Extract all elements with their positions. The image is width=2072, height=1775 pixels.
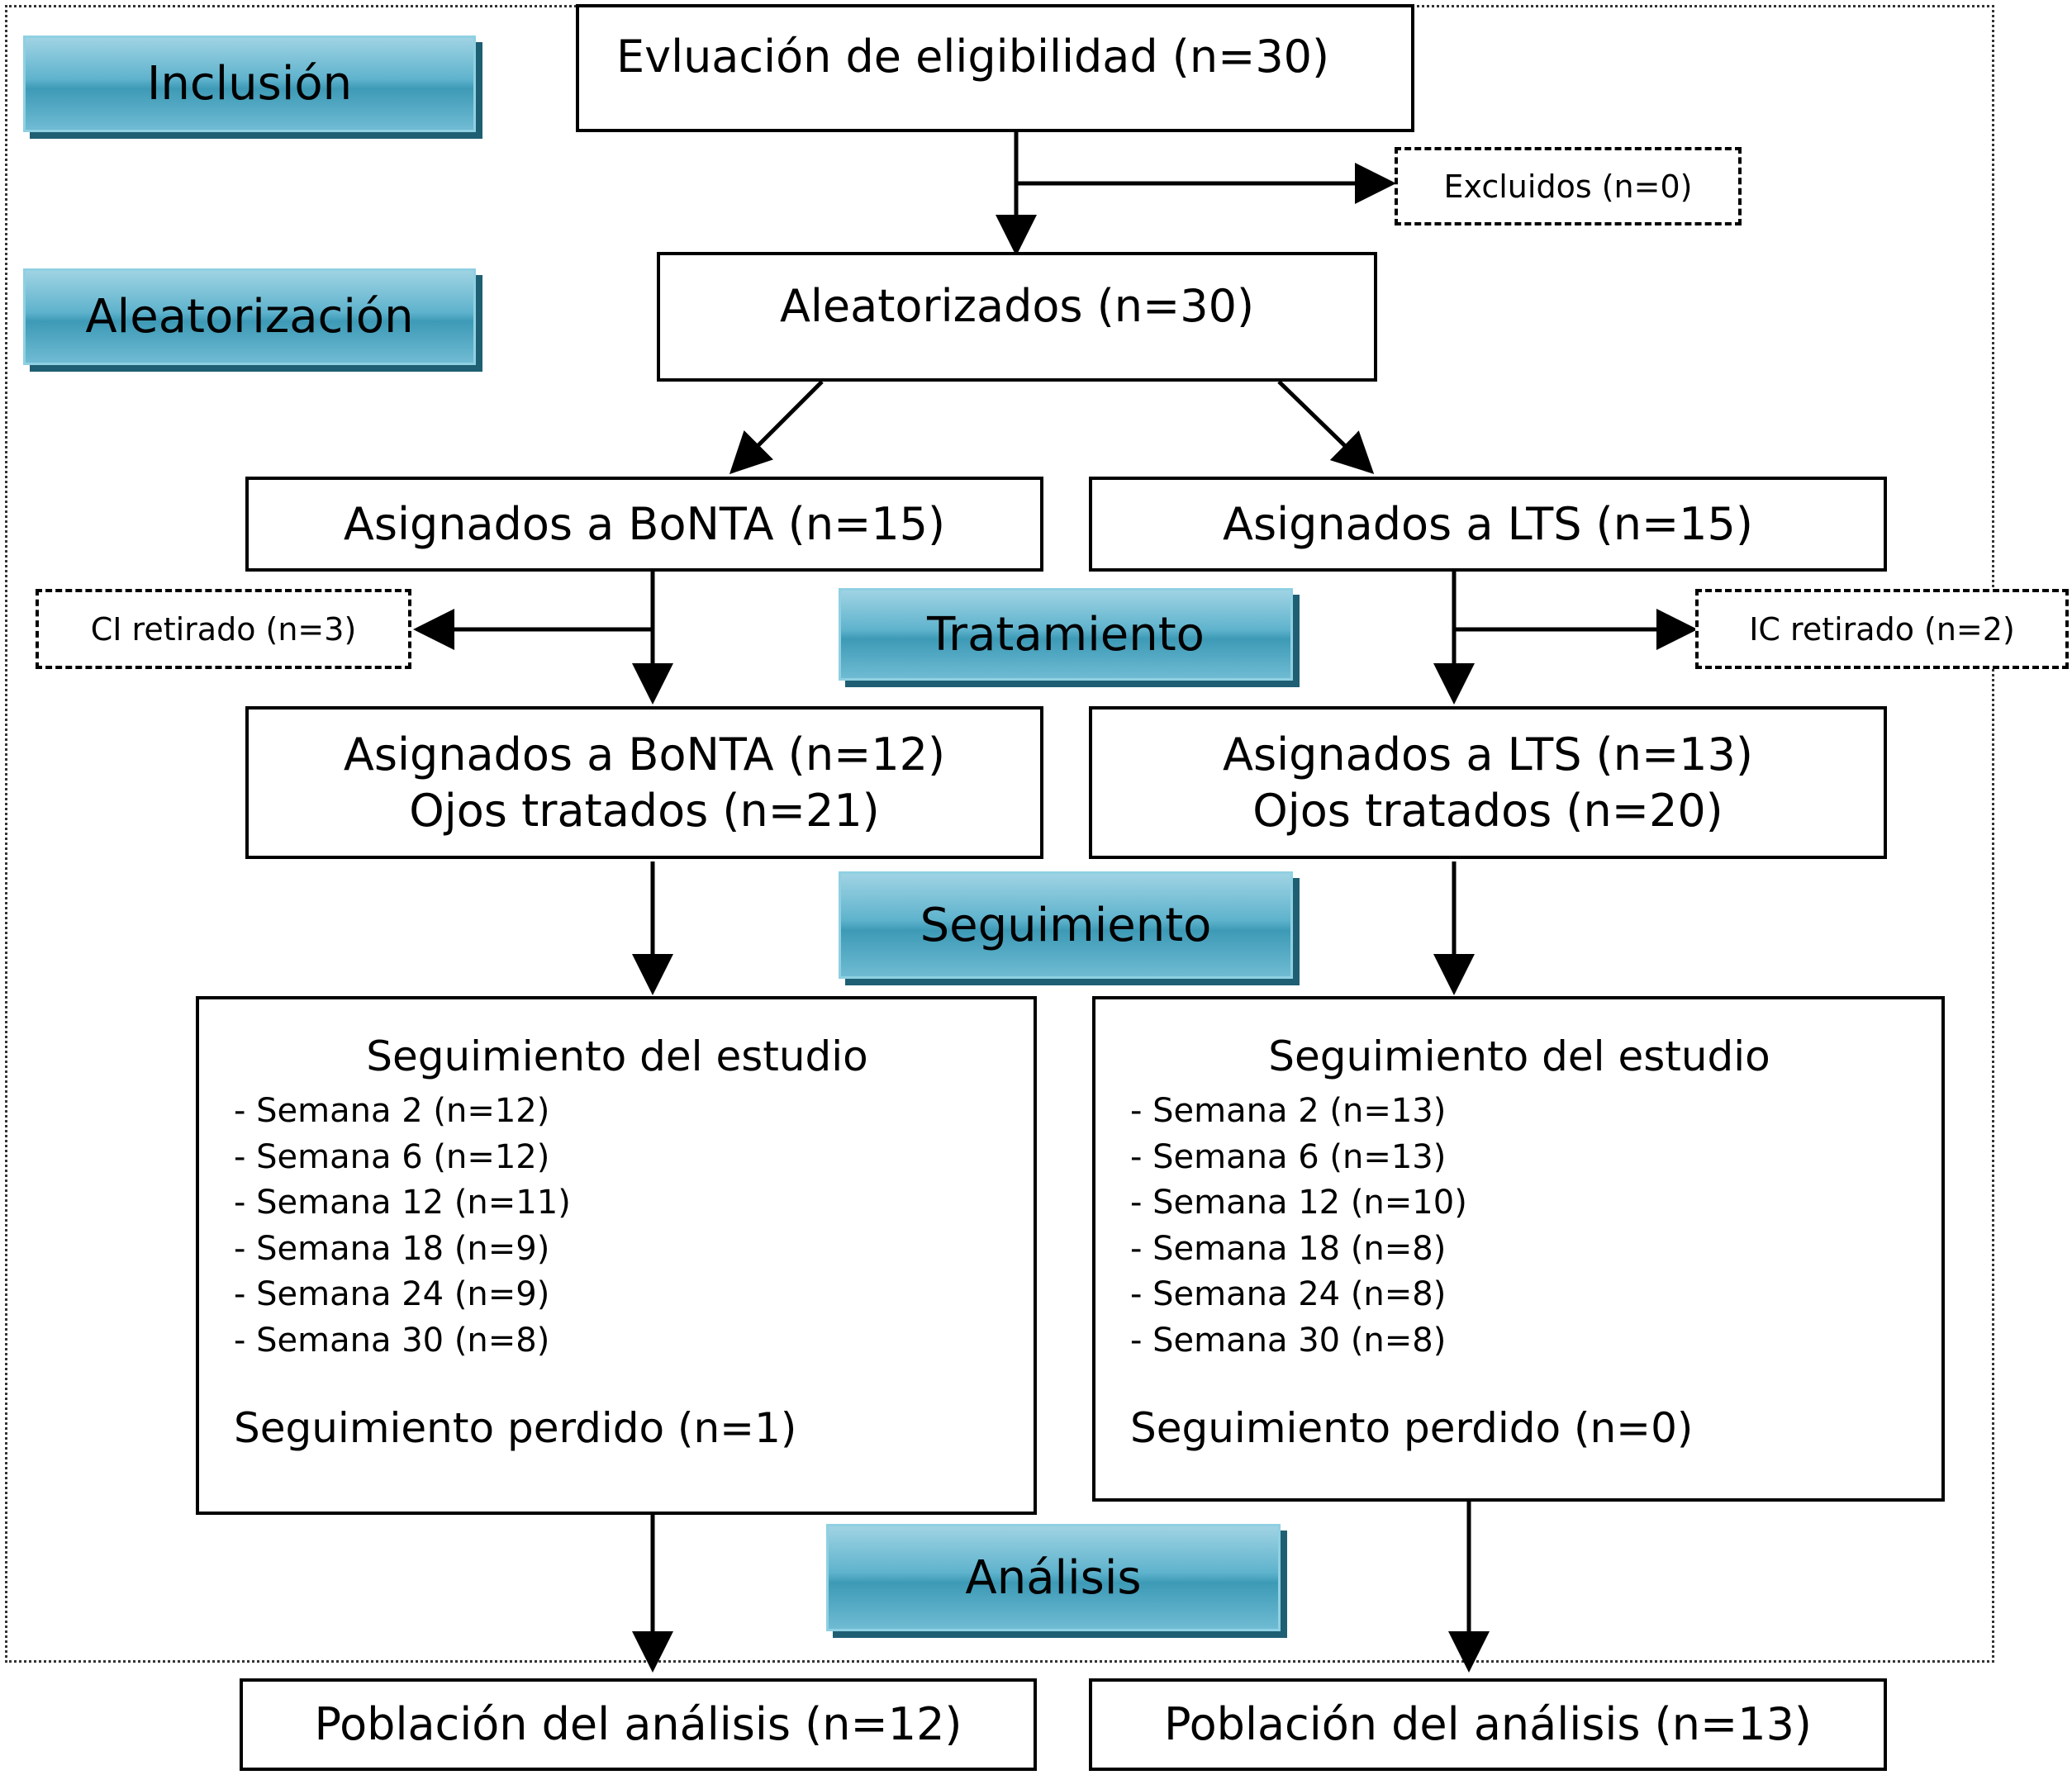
left-assigned-box: Asignados a BoNTA (n=15) <box>245 477 1043 572</box>
stage-inclusion: Inclusión <box>23 36 476 132</box>
stage-randomization-label: Aleatorización <box>85 290 414 344</box>
right-followup-week-6: - Semana 6 (n=13) <box>1130 1137 1447 1176</box>
right-followup-week-12: - Semana 12 (n=10) <box>1130 1184 1467 1222</box>
stage-analysis-label: Análisis <box>965 1550 1142 1605</box>
right-treated-line2: Ojos tratados (n=20) <box>1252 784 1723 837</box>
excluded-text: Excluidos (n=0) <box>1443 168 1693 205</box>
left-followup-week-12: - Semana 12 (n=11) <box>234 1184 571 1222</box>
right-withdrawn-text: IC retirado (n=2) <box>1749 610 2015 648</box>
right-followup-week-30: - Semana 30 (n=8) <box>1130 1321 1447 1360</box>
left-withdrawn-box: CI retirado (n=3) <box>36 589 411 669</box>
arrow-to-right-assigned <box>1277 380 1375 474</box>
right-followup-week-18: - Semana 18 (n=8) <box>1130 1229 1447 1268</box>
right-assigned-box: Asignados a LTS (n=15) <box>1089 477 1887 572</box>
left-treated-line2: Ojos tratados (n=21) <box>409 784 880 837</box>
right-followup-week-24: - Semana 24 (n=8) <box>1130 1275 1447 1313</box>
randomized-text: Aleatorizados (n=30) <box>779 280 1255 332</box>
randomized-box: Aleatorizados (n=30) <box>657 252 1377 382</box>
stage-analysis: Análisis <box>826 1524 1281 1631</box>
right-withdrawn-box: IC retirado (n=2) <box>1695 589 2069 669</box>
left-analysis-text: Población del análisis (n=12) <box>314 1698 962 1751</box>
right-followup-week-2: - Semana 2 (n=13) <box>1130 1092 1447 1130</box>
arrow-to-left-assigned <box>729 380 824 475</box>
eligibility-text: Evluación de eligibilidad (n=30) <box>616 31 1330 83</box>
stage-randomization: Aleatorización <box>23 268 476 365</box>
eligibility-box: Evluación de eligibilidad (n=30) <box>576 4 1414 132</box>
left-followup-week-30: - Semana 30 (n=8) <box>234 1321 550 1360</box>
left-followup-title: Seguimiento del estudio <box>366 1032 868 1080</box>
right-followup-lost: Seguimiento perdido (n=0) <box>1130 1404 1694 1452</box>
left-treated-box: Asignados a BoNTA (n=12) Ojos tratados (… <box>245 706 1043 859</box>
right-analysis-text: Población del análisis (n=13) <box>1163 1698 1812 1751</box>
left-assigned-text: Asignados a BoNTA (n=15) <box>343 497 946 550</box>
left-followup-week-24: - Semana 24 (n=9) <box>234 1275 550 1313</box>
left-followup-week-6: - Semana 6 (n=12) <box>234 1137 550 1176</box>
stage-treatment-label: Tratamiento <box>927 607 1205 662</box>
stage-followup-label: Seguimiento <box>920 898 1212 952</box>
left-followup-lost: Seguimiento perdido (n=1) <box>234 1404 797 1452</box>
right-treated-box: Asignados a LTS (n=13) Ojos tratados (n=… <box>1089 706 1887 859</box>
left-withdrawn-text: CI retirado (n=3) <box>90 610 357 648</box>
right-assigned-text: Asignados a LTS (n=15) <box>1223 497 1753 550</box>
stage-followup: Seguimiento <box>839 871 1293 979</box>
stage-inclusion-label: Inclusión <box>146 57 353 111</box>
stage-treatment: Tratamiento <box>839 588 1293 681</box>
right-analysis-box: Población del análisis (n=13) <box>1089 1678 1887 1771</box>
excluded-box: Excluidos (n=0) <box>1395 147 1742 225</box>
right-treated-line1: Asignados a LTS (n=13) <box>1223 729 1753 781</box>
right-followup-box: Seguimiento del estudio - Semana 2 (n=13… <box>1092 996 1945 1502</box>
left-followup-week-18: - Semana 18 (n=9) <box>234 1229 550 1268</box>
left-analysis-box: Población del análisis (n=12) <box>240 1678 1037 1771</box>
left-followup-box: Seguimiento del estudio - Semana 2 (n=12… <box>196 996 1037 1515</box>
left-treated-line1: Asignados a BoNTA (n=12) <box>343 729 946 781</box>
left-followup-week-2: - Semana 2 (n=12) <box>234 1092 550 1130</box>
right-followup-title: Seguimiento del estudio <box>1268 1032 1770 1080</box>
